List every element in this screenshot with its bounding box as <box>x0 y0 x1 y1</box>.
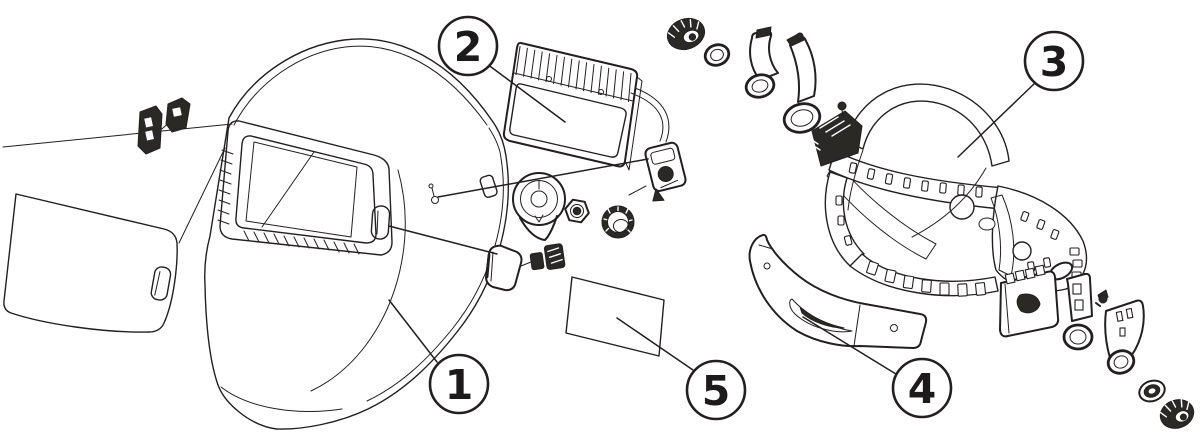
projection-lines <box>2 120 233 244</box>
mounting-pin <box>428 183 439 204</box>
ratchet-housing-right <box>999 264 1060 338</box>
callout-2: 2 <box>437 15 499 77</box>
callout-2-number: 2 <box>454 23 483 71</box>
pivot-hole <box>949 194 975 220</box>
battery-holder <box>529 243 566 271</box>
window-lens <box>245 141 358 238</box>
callout-1: 1 <box>428 353 490 415</box>
sensor-connector <box>644 141 687 202</box>
crown-strap <box>845 83 1010 167</box>
leader-tab-to-battery <box>388 225 498 255</box>
pivot-washer-right <box>1138 379 1166 403</box>
pivot-bracket-right-upper <box>782 32 822 134</box>
headgear-assembly <box>824 83 1088 297</box>
sweatband <box>748 233 928 349</box>
sensor-cable <box>630 87 670 143</box>
battery-cover <box>485 244 523 292</box>
pivot-bracket-left <box>744 26 779 99</box>
pivot-washer-left <box>703 43 731 67</box>
callout-5: 5 <box>685 359 747 421</box>
pivot-screw <box>1095 289 1109 307</box>
strap-arm-right <box>1104 299 1145 375</box>
callout-4: 4 <box>891 357 953 419</box>
helmet-shell <box>204 38 509 430</box>
outer-protection-plate <box>3 193 178 333</box>
face-side-boundary <box>310 169 406 392</box>
window-frame-outer <box>219 120 393 256</box>
callout-4-number: 4 <box>908 365 937 413</box>
window-vent-hatching <box>217 149 360 255</box>
adf-grille-hatching <box>515 46 632 102</box>
chin-fold-line <box>220 386 343 412</box>
leader-pin-to-connector <box>437 158 649 198</box>
pivot-knob-right <box>1159 398 1195 429</box>
callout-3-number: 3 <box>1040 38 1069 86</box>
adjustment-knob <box>601 205 635 239</box>
inner-protection-plate <box>565 276 665 357</box>
bottom-band-teeth <box>866 260 987 297</box>
shade-dial <box>512 172 566 241</box>
leader-3 <box>957 82 1036 158</box>
leader-2 <box>486 63 566 123</box>
front-band <box>828 150 1005 210</box>
pivot-bracket-right-lower <box>1062 272 1094 351</box>
callout-1-number: 1 <box>445 361 474 409</box>
callout-5-number: 5 <box>702 367 731 415</box>
ratchet-block <box>811 101 863 167</box>
adf-cartridge <box>502 41 643 171</box>
right-side-assembly <box>991 185 1088 292</box>
leader-4 <box>802 316 897 375</box>
lens-latch-tab <box>370 205 391 240</box>
window-frame-inner <box>235 135 377 244</box>
leader-5 <box>616 317 694 371</box>
pivot-knob-left <box>666 17 706 51</box>
lens-retainer-clips <box>137 97 191 155</box>
leader-1 <box>388 299 438 363</box>
occipital-strap <box>826 159 937 260</box>
callout-3: 3 <box>1023 30 1085 92</box>
helmet-rim-line <box>233 45 488 126</box>
fixation-nut <box>564 198 590 224</box>
